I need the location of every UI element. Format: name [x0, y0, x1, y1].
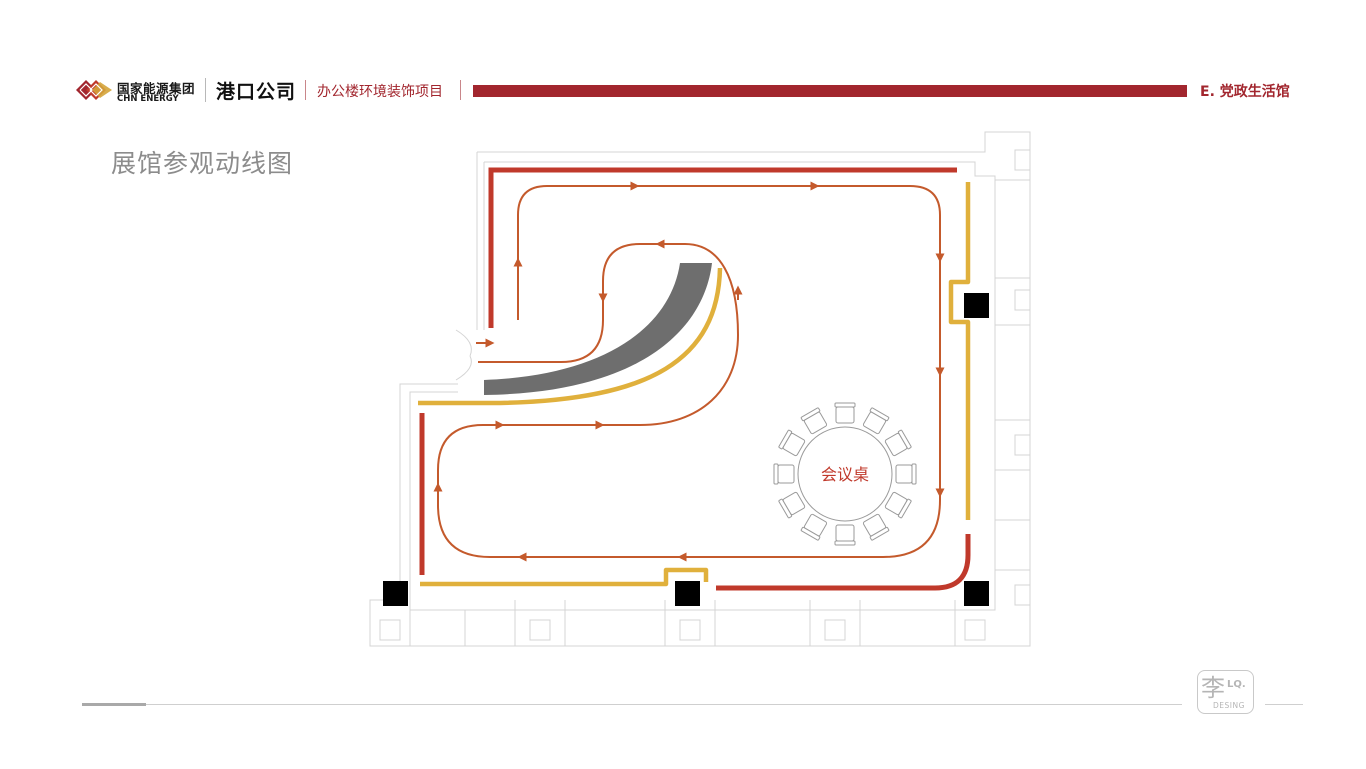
- curved-display-wall: [484, 263, 712, 395]
- header-divider: [205, 78, 206, 102]
- chair: [800, 513, 828, 541]
- yellow-wall-segments: [418, 182, 971, 587]
- company-name: 港口公司: [216, 81, 297, 103]
- page-title: 展馆参观动线图: [111, 149, 294, 178]
- chair: [773, 463, 795, 485]
- column: [964, 293, 989, 318]
- brand-name-en: CHN ENERGY: [117, 94, 179, 104]
- footer-accent: [82, 703, 146, 706]
- visitor-route: [433, 181, 945, 562]
- header-divider: [460, 80, 461, 100]
- chn-energy-logo-icon: [76, 80, 112, 100]
- stamp-char: 李: [1201, 674, 1225, 702]
- header-accent-bar: [473, 85, 1187, 97]
- chair: [884, 429, 912, 457]
- stamp-desing: DESING: [1213, 701, 1245, 710]
- footer-line: [1265, 704, 1303, 705]
- table-label: 会议桌: [821, 465, 869, 484]
- building-outline: [369, 131, 1031, 647]
- header-divider: [305, 80, 306, 100]
- chair: [895, 463, 917, 485]
- chair: [800, 407, 828, 435]
- section-label: E. 党政生活馆: [1200, 84, 1290, 100]
- chair: [834, 402, 856, 424]
- red-wall-segments: [419, 167, 971, 591]
- chair: [862, 513, 890, 541]
- chair: [778, 491, 806, 519]
- conference-chairs: [773, 402, 917, 546]
- designer-stamp: 李 LQ. DESING: [1197, 670, 1254, 714]
- chair: [834, 524, 856, 546]
- brand-name-cn: 国家能源集团: [117, 81, 196, 96]
- structural-columns: [383, 293, 989, 606]
- chair: [862, 407, 890, 435]
- conference-table: [797, 426, 893, 522]
- chair: [884, 491, 912, 519]
- stamp-lq: LQ.: [1227, 679, 1246, 690]
- column: [675, 581, 700, 606]
- chair: [778, 429, 806, 457]
- column: [383, 581, 408, 606]
- footer-line: [82, 704, 1182, 705]
- column: [964, 581, 989, 606]
- project-name: 办公楼环境装饰项目: [317, 84, 443, 100]
